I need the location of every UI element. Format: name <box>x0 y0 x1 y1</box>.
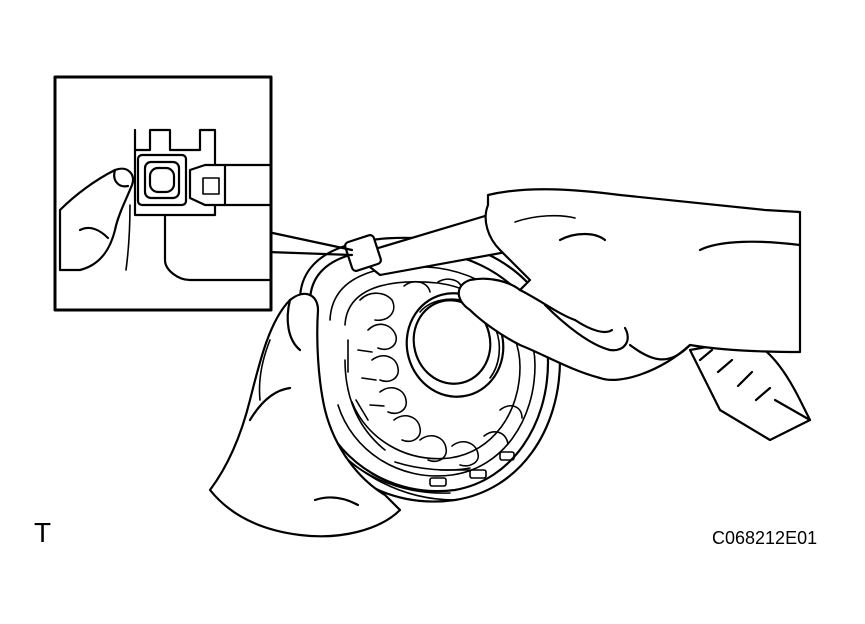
detail-inset <box>53 75 273 312</box>
leader-lines <box>266 230 354 257</box>
oil-channels <box>344 278 523 487</box>
left-hand <box>208 292 402 538</box>
figure-id-label: C068212E01 <box>712 528 818 548</box>
view-code-label: T <box>34 517 52 548</box>
right-hand <box>457 188 802 381</box>
